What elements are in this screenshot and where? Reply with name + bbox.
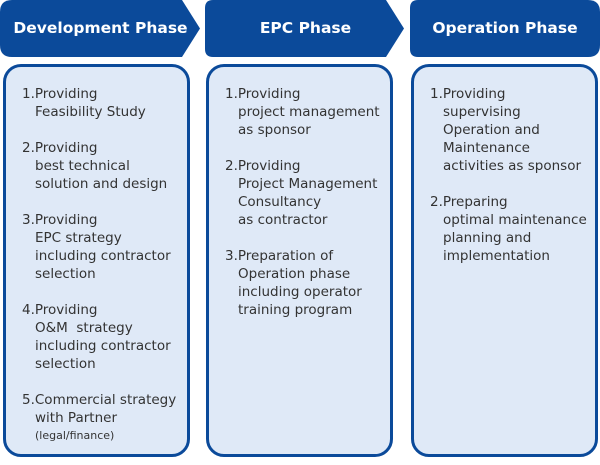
list-item: 2.Preparing optimal maintenance planning a… — [430, 193, 595, 265]
item-line: 5.Commercial strategy — [22, 392, 177, 408]
item-line: including operator — [238, 284, 362, 300]
phase-title: EPC Phase — [259, 19, 352, 37]
item-line: implementation — [443, 248, 550, 264]
item-line: O&M strategy — [35, 320, 133, 336]
item-line: 1.Providing — [430, 86, 506, 102]
arrow-shape — [205, 0, 404, 57]
item-line: Maintenance — [443, 140, 530, 156]
item-line: 1.Providing — [225, 86, 301, 102]
item-line: planning and — [443, 230, 532, 246]
list-item: 3.Preparation of Operation phase including… — [225, 247, 390, 319]
item-line: Operation and — [443, 122, 540, 138]
item-line: project management — [238, 104, 380, 120]
item-line: EPC strategy — [35, 230, 122, 246]
item-line: selection — [35, 266, 96, 282]
item-line: best technical — [35, 158, 130, 174]
item-line: 2.Preparing — [430, 194, 508, 210]
item-line: training program — [238, 302, 353, 318]
item-line: as contractor — [238, 212, 328, 228]
item-line: including contractor — [35, 338, 171, 354]
item-line: Consultancy — [238, 194, 322, 210]
header-development-phase: Development Phase — [0, 0, 201, 57]
item-line: 3.Providing — [22, 212, 98, 228]
item-line: 2.Providing — [225, 158, 301, 174]
phase-title: Operation Phase — [432, 19, 578, 37]
header-operation-phase: Operation Phase — [410, 0, 600, 57]
epc-phase-box: 1.Providing project management as sponsor 2… — [206, 64, 393, 457]
item-line: as sponsor — [238, 122, 311, 138]
list-item: 2.Providing best technical solution and de… — [22, 139, 187, 193]
item-line: 2.Providing — [22, 140, 98, 156]
item-line: supervising — [443, 104, 521, 120]
item-line: 1.Providing — [22, 86, 98, 102]
list-item: 1.Providing project management as sponsor — [225, 85, 390, 139]
header-epc-phase: EPC Phase — [205, 0, 406, 57]
phase-title: Development Phase — [13, 19, 188, 37]
item-line: Project Management — [238, 176, 378, 192]
item-line: including contractor — [35, 248, 171, 264]
item-line: Feasibility Study — [35, 104, 146, 120]
item-line: Operation phase — [238, 266, 351, 282]
header-shape — [410, 0, 600, 57]
item-note: (legal/finance) — [35, 429, 115, 442]
arrow-shape — [0, 0, 200, 57]
item-line: with Partner — [35, 410, 117, 426]
item-line: selection — [35, 356, 96, 372]
item-line: optimal maintenance — [443, 212, 587, 228]
item-line: 4.Providing — [22, 302, 98, 318]
item-line: solution and design — [35, 176, 168, 192]
item-line: activities as sponsor — [443, 158, 582, 174]
list-item: 5.Commercial strategy with Partner (legal/… — [22, 391, 187, 445]
item-line: 3.Preparation of — [225, 248, 334, 264]
